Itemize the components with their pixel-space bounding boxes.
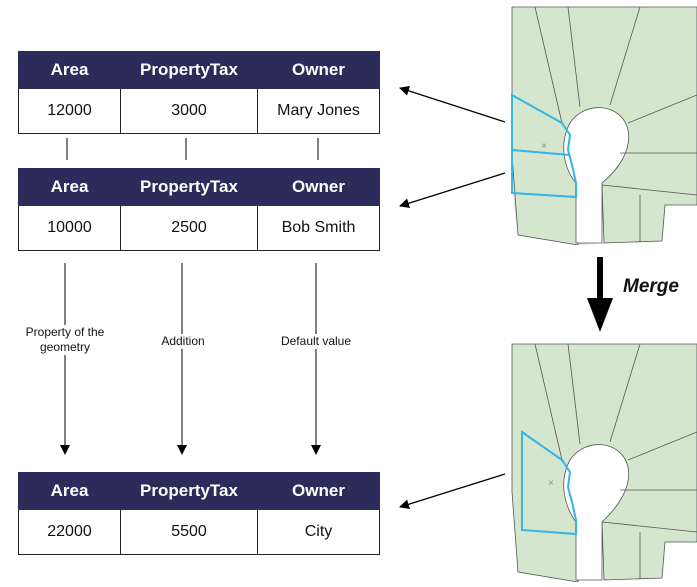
merge-arrow-icon xyxy=(587,257,613,332)
centroid-marker-icon: × xyxy=(548,478,554,489)
rule-label-tax: Addition xyxy=(145,334,221,349)
table-row: 22000 5500 City xyxy=(18,509,380,555)
cell-property-tax: 2500 xyxy=(120,205,258,251)
header-owner: Owner xyxy=(257,51,380,89)
header-property-tax: PropertyTax xyxy=(120,168,258,206)
table-row: 12000 3000 Mary Jones xyxy=(18,88,380,134)
header-area: Area xyxy=(18,472,121,510)
header-property-tax: PropertyTax xyxy=(120,51,258,89)
header-property-tax: PropertyTax xyxy=(120,472,258,510)
table-row: 10000 2500 Bob Smith xyxy=(18,205,380,251)
cell-area: 12000 xyxy=(18,88,121,134)
attribute-table-feature-2: Area PropertyTax Owner 10000 2500 Bob Sm… xyxy=(18,168,380,251)
cell-property-tax: 3000 xyxy=(120,88,258,134)
attribute-table-feature-1: Area PropertyTax Owner 12000 3000 Mary J… xyxy=(18,51,380,134)
cell-property-tax: 5500 xyxy=(120,509,258,555)
centroid-marker-icon: × xyxy=(541,141,547,152)
cell-owner: Mary Jones xyxy=(257,88,380,134)
parcel-map-after: × xyxy=(511,343,697,582)
cell-owner: City xyxy=(257,509,380,555)
cell-area: 10000 xyxy=(18,205,121,251)
attribute-table-merged: Area PropertyTax Owner 22000 5500 City xyxy=(18,472,380,555)
header-owner: Owner xyxy=(257,472,380,510)
header-area: Area xyxy=(18,168,121,206)
cell-area: 22000 xyxy=(18,509,121,555)
parcel-map-before: × xyxy=(511,6,697,245)
merge-label: Merge xyxy=(623,276,679,297)
header-area: Area xyxy=(18,51,121,89)
arrow-to-table-1 xyxy=(399,86,506,123)
rule-label-area: Property of the geometry xyxy=(10,325,120,355)
cell-owner: Bob Smith xyxy=(257,205,380,251)
header-owner: Owner xyxy=(257,168,380,206)
arrow-to-table-2 xyxy=(399,172,506,209)
arrow-to-table-3 xyxy=(399,473,506,510)
rule-label-owner: Default value xyxy=(262,334,370,349)
